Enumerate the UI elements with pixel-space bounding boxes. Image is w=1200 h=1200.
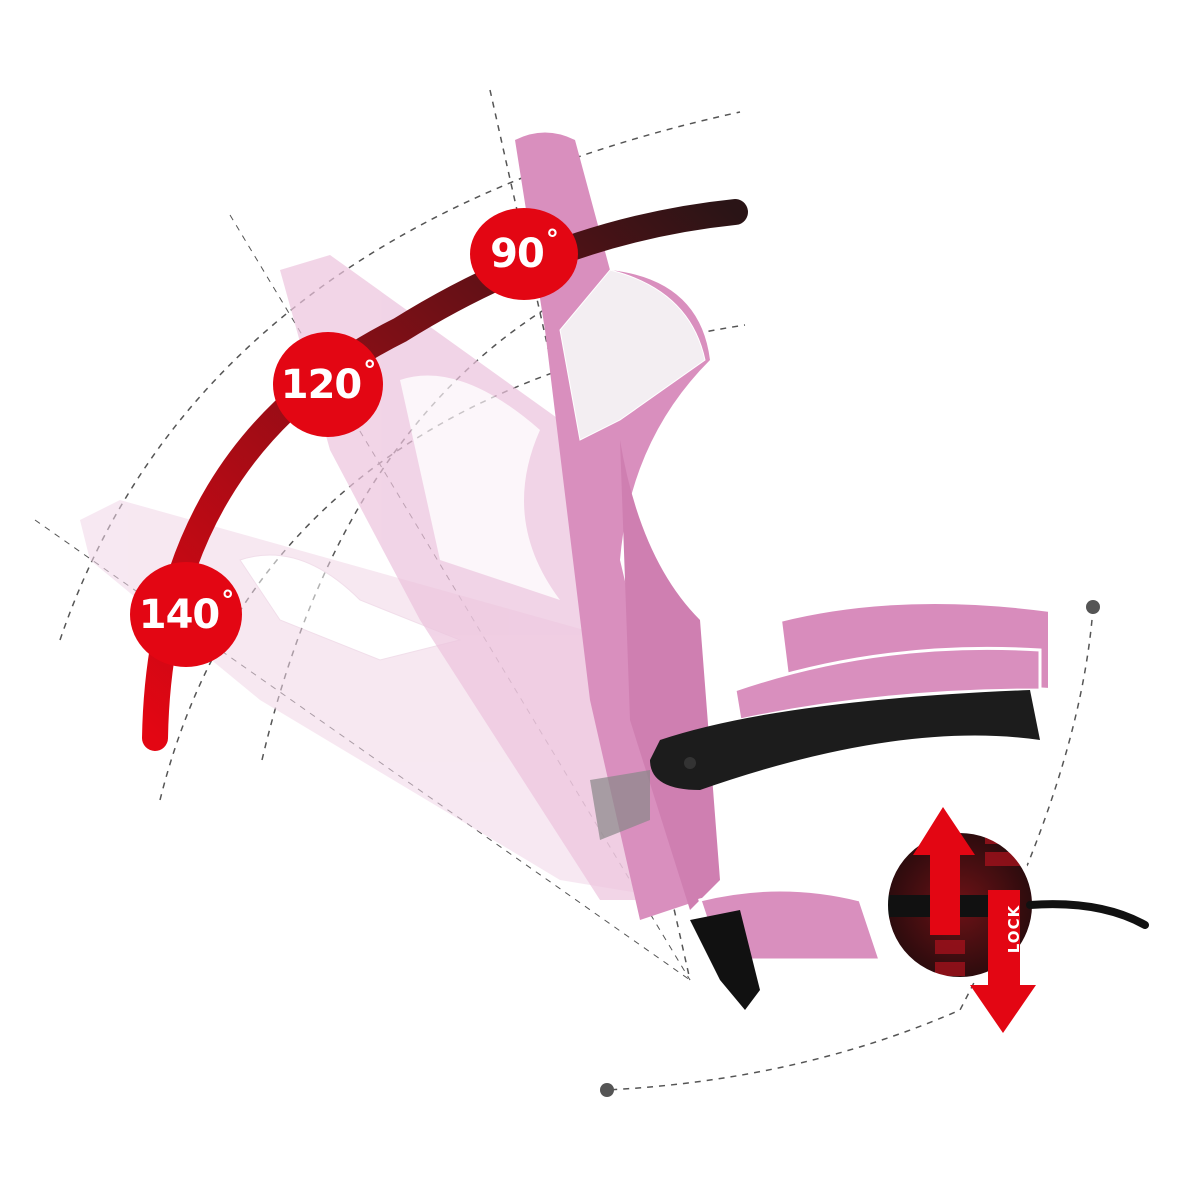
chair-ghost-120 xyxy=(280,255,660,900)
guide-dot-top xyxy=(1086,600,1100,614)
angle-badge-90: 90 ° xyxy=(470,208,578,300)
down-arrow-icon xyxy=(970,890,1036,1033)
angle-badge-140: 140 ° xyxy=(130,562,242,667)
up-arrow-icon xyxy=(913,807,975,935)
angle-value: 90 xyxy=(490,231,545,277)
degree-symbol: ° xyxy=(221,585,234,616)
degree-symbol: ° xyxy=(545,225,559,255)
angle-value: 140 xyxy=(138,591,220,638)
angle-badge-120: 120 ° xyxy=(273,332,383,437)
chair-main xyxy=(515,132,1052,1010)
degree-symbol: ° xyxy=(363,355,376,386)
lock-label: LOCK xyxy=(1005,904,1024,954)
angle-value: 120 xyxy=(280,361,362,408)
guide-dot-bottom xyxy=(600,1083,614,1097)
